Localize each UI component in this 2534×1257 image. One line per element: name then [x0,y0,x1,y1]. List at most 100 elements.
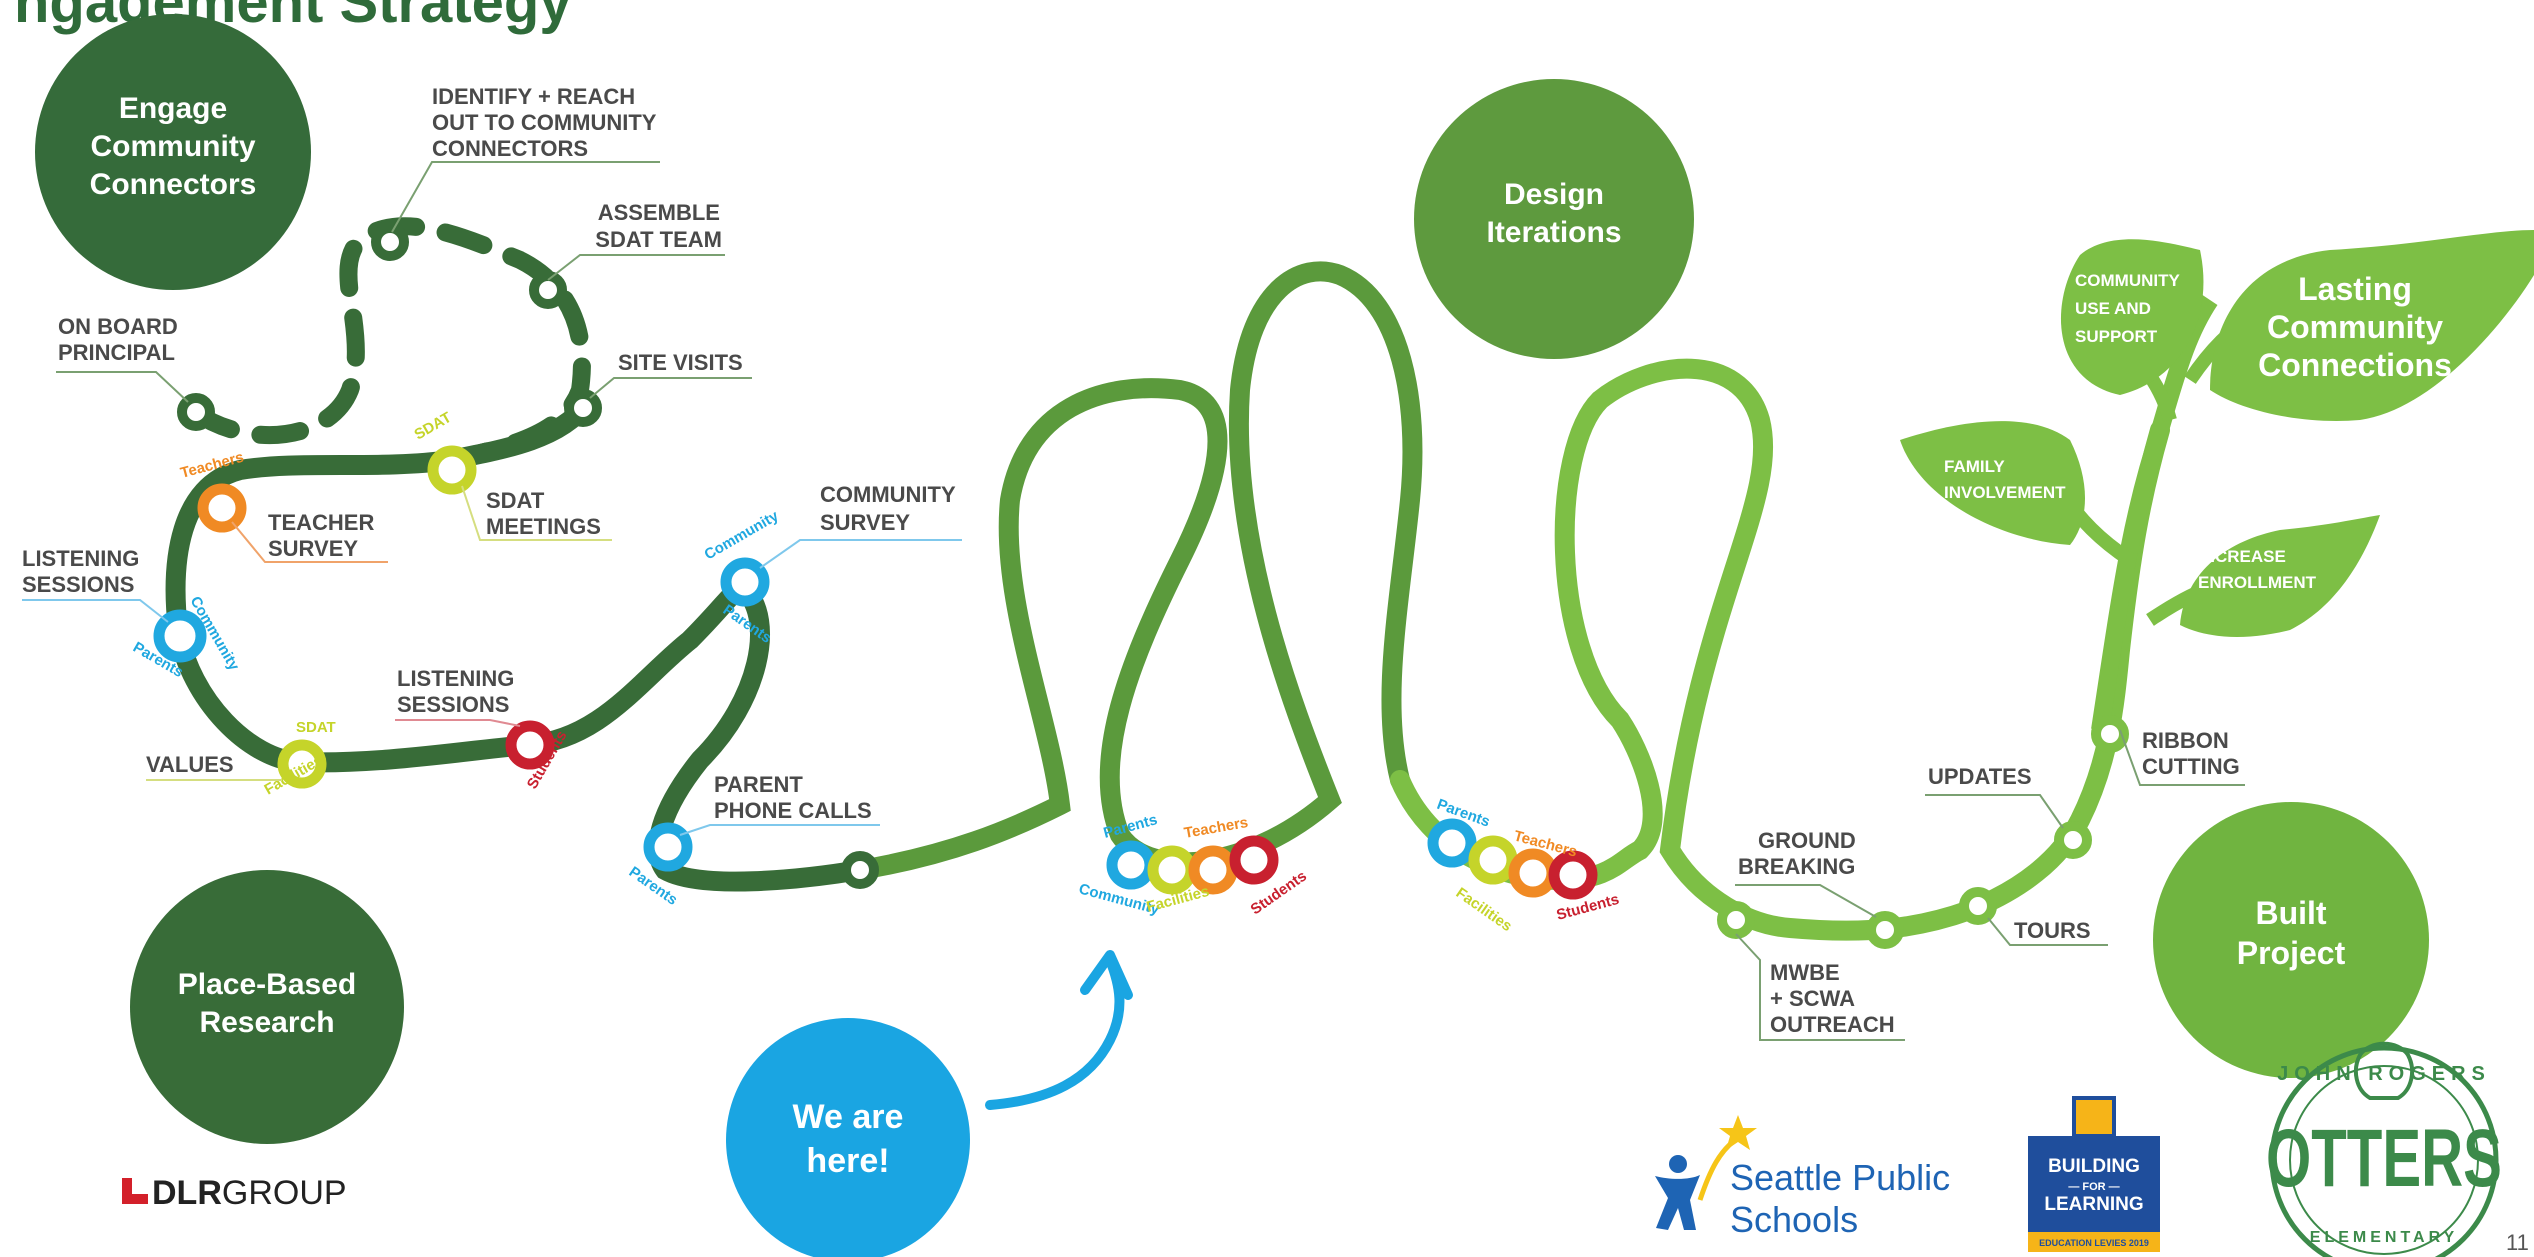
ring-teachers-survey [197,483,247,533]
ring-listening2 [505,720,555,770]
dlr-logo-text: DLRGROUP [152,1174,347,1212]
we-are-here-circle [726,1018,970,1257]
arrow-head-icon [1080,950,1133,1000]
ring-community-survey [720,557,770,607]
leader-listening2 [395,719,521,727]
leader-sdat-meetings [461,485,612,541]
leaf-family [1900,421,2085,545]
bfl-learning: LEARNING [2044,1194,2143,1215]
step-tours: TOURS [2014,918,2091,943]
we-are-here-line2: here! [806,1142,889,1180]
ring-sdat-meetings [427,445,477,495]
leader-identify [391,161,660,233]
node-ground [1866,911,1904,949]
leaf-family-1: FAMILY [1944,457,2005,476]
step-listening1-2: SESSIONS [22,572,134,597]
bfl-building: BUILDING [2048,1156,2140,1177]
step-listening1-1: LISTENING [22,546,139,571]
step-listening2-2: SESSIONS [397,692,509,717]
ring-values [277,739,327,789]
step-assemble-1: ASSEMBLE [598,200,720,225]
phase-design-line1: Design [1504,178,1604,211]
phase-engage-line1: Engage [119,92,227,125]
step-onboard-2: PRINCIPAL [58,340,175,365]
sps-line1: Seattle Public [1730,1157,1950,1198]
node-parent-calls [841,851,879,889]
step-identify-3: CONNECTORS [432,136,588,161]
step-values: VALUES [146,752,234,777]
step-updates: UPDATES [1928,764,2032,789]
phase-design-circle [1414,79,1694,359]
leader-lines [22,161,2245,1041]
step-ribbon-1: RIBBON [2142,728,2229,753]
path-nodes [177,223,2129,949]
phase-research-line1: Place-Based [178,968,356,1001]
phase-built-line2: Project [2237,935,2346,971]
ring-label-community-2: Community [702,507,783,563]
ring-group1-teachers [1188,845,1238,895]
ring-label-sdat-2: SDAT [296,719,336,736]
otter-icon [2353,1041,2415,1100]
leaf-family-2: INVOLVEMENT [1944,483,2066,502]
svg-text:BUILDING— FOR —LEARNING: BUILDING — FOR —LEARNING [2044,1156,2143,1215]
step-ground-1: GROUND [1758,828,1856,853]
sps-person-head [1669,1155,1687,1173]
node-onboard [177,393,215,431]
ring-group2-facilities [1468,835,1518,885]
step-onboard-1: ON BOARD [58,314,178,339]
ring-group1-students [1229,835,1279,885]
node-identify [371,223,409,261]
otters-ring [2269,1045,2499,1257]
phase-engage-line2: Community [91,130,256,163]
step-ground-2: BREAKING [1738,854,1855,879]
ring-group1-parents [1106,840,1156,890]
step-identify-2: OUT TO COMMUNITY [432,110,657,135]
we-are-here-line1: We are [793,1098,904,1136]
step-ribbon-2: CUTTING [2142,754,2240,779]
leader-updates [1925,794,2064,829]
dlr-logo-light: GROUP [222,1174,347,1212]
bfl-for: — FOR — [2068,1181,2119,1193]
leader-assemble [547,254,725,281]
light-path [1390,358,2170,941]
otters-word: OTTERS [2266,1113,2502,1204]
step-sdat-meetings-1: SDAT [486,488,545,513]
phase-engage-circle [35,14,311,290]
we-are-here-arrow [985,955,1125,1110]
otters-ring-inner [2289,1065,2479,1255]
step-parent-calls-1: PARENT [714,772,803,797]
step-mwbe-1: MWBE [1770,960,1840,985]
ring-group2-students [1548,850,1598,900]
leaf-use-3: SUPPORT [2075,327,2158,346]
ring-label-sdat-1: SDAT [412,409,455,444]
ring-group2-teachers [1508,848,1558,898]
step-mwbe-3: OUTREACH [1770,1012,1895,1037]
step-listening2-1: LISTENING [397,666,514,691]
node-site-visits [564,389,602,427]
ring-label-facilities-g2: Facilities [1453,884,1515,935]
dlr-logo-mark-cut [132,1178,148,1194]
ring-group2-parents [1427,818,1477,868]
bfl-band [2028,1232,2160,1252]
phase-lasting-line1: Lasting [2298,271,2412,307]
leader-site-visits [589,377,752,399]
otters-top: JOHN ROGERS [2277,1063,2491,1085]
stakeholder-rings [153,445,1598,900]
step-parent-calls-2: PHONE CALLS [714,798,872,823]
node-assemble [529,271,567,309]
leader-teacher-survey [231,521,388,563]
